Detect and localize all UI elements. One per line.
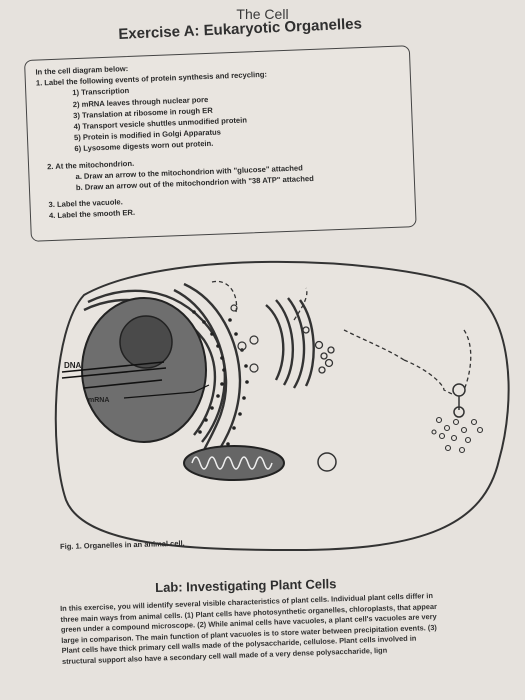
ribosome-dot [220, 356, 224, 360]
ribosome-dots [192, 310, 249, 458]
ribosome-dot [226, 442, 230, 446]
ribosome-dot [198, 430, 202, 434]
ribosome-dot [216, 344, 220, 348]
golgi-vesicles [302, 326, 335, 374]
ribosome-dot [232, 426, 236, 430]
ribosome-dot [244, 364, 248, 368]
ribosome-dot [204, 418, 208, 422]
ribosome-dot [245, 380, 249, 384]
page-title: The Cell [236, 6, 289, 22]
rough-er [83, 282, 242, 459]
ribosome-dot [210, 406, 214, 410]
ribosome-dot [228, 318, 232, 322]
ribosome-dot [222, 368, 226, 372]
lab-heading: Lab: Investigating Plant Cells [155, 576, 337, 595]
dna-strands [61, 361, 167, 389]
mitochondrion [183, 445, 285, 481]
lab-paragraph: In this exercise, you will identify seve… [60, 588, 522, 668]
instructions-box: In the cell diagram below: 1. Label the … [24, 45, 417, 242]
lysosome [452, 383, 466, 418]
ribosome-dot [210, 332, 214, 336]
ribosome-dot [192, 310, 196, 314]
mrna-label: mRNA [88, 397, 109, 404]
transport-vesicles [230, 304, 259, 373]
ribosome-dot [216, 394, 220, 398]
ribosome-dot [220, 382, 224, 386]
nucleolus [119, 315, 173, 369]
animal-cell-diagram: DNA mRNA [54, 260, 510, 552]
mrna-strand [123, 384, 210, 399]
ribosome-dot [202, 320, 206, 324]
golgi-apparatus [265, 297, 315, 389]
dna-label: DNA [64, 361, 82, 370]
dashed-pathways [211, 280, 472, 396]
vacuole [317, 452, 337, 472]
ribosome-dot [242, 396, 246, 400]
lysosome-fragments [431, 416, 484, 454]
ribosome-dot [238, 412, 242, 416]
ribosome-dot [234, 332, 238, 336]
